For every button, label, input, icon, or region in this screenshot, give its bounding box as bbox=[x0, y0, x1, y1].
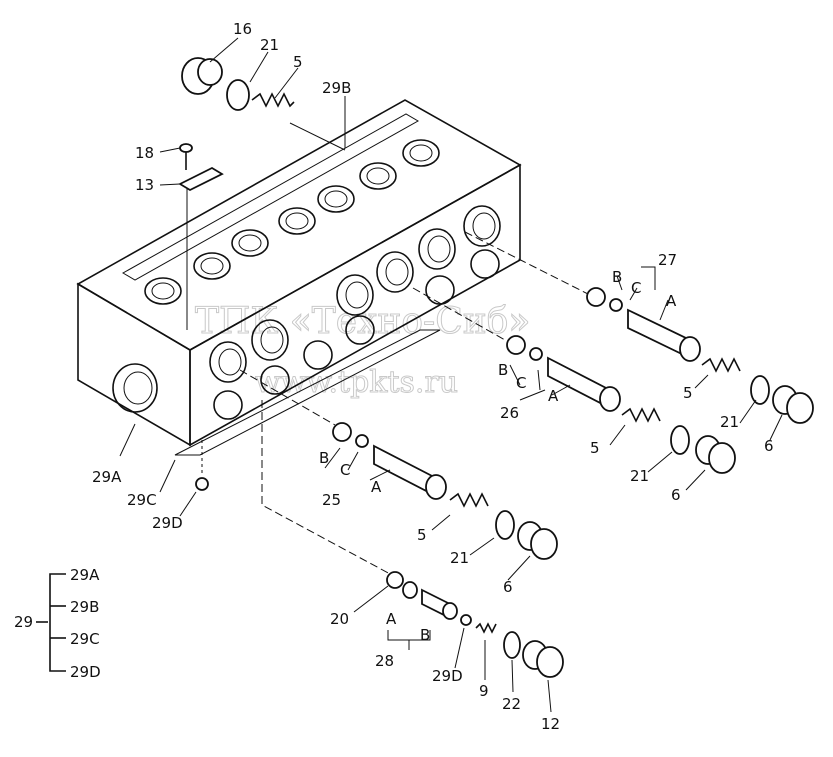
legend-bracket: 29 29A 29B 29C 29D bbox=[14, 566, 101, 681]
ball-29D-block bbox=[195, 477, 209, 491]
callout-21: 21 bbox=[260, 36, 279, 54]
spring-5-25 bbox=[449, 492, 489, 508]
callout-29D: 29D bbox=[152, 514, 183, 532]
callout-26-B: B bbox=[498, 361, 508, 379]
ball-29D bbox=[460, 614, 472, 626]
side-ports-lower bbox=[213, 249, 500, 420]
callout-5-27: 5 bbox=[683, 384, 693, 402]
callout-6-27: 6 bbox=[764, 437, 774, 455]
callout-13: 13 bbox=[135, 176, 154, 194]
callout-25-B: B bbox=[319, 449, 329, 467]
callout-21-26: 21 bbox=[630, 467, 649, 485]
callout-21-27: 21 bbox=[720, 413, 739, 431]
legend-item-29C: 29C bbox=[70, 630, 100, 648]
top-ports bbox=[144, 139, 440, 305]
ring-26C bbox=[529, 347, 543, 361]
legend-item-29B: 29B bbox=[70, 598, 99, 616]
callout-26-A: A bbox=[548, 387, 559, 405]
callout-5-26: 5 bbox=[590, 439, 600, 457]
callout-27-A: A bbox=[666, 292, 677, 310]
legend-item-29A: 29A bbox=[70, 566, 100, 584]
callout-25-C: C bbox=[340, 461, 350, 479]
o-ring-21-26 bbox=[670, 425, 690, 455]
o-ring-21-27 bbox=[750, 375, 770, 405]
callout-25: 25 bbox=[322, 491, 341, 509]
poppet-28B bbox=[421, 588, 458, 620]
callout-12: 12 bbox=[541, 715, 560, 733]
legend-item-29D: 29D bbox=[70, 663, 101, 681]
side-ports-upper bbox=[209, 205, 501, 383]
callout-27: 27 bbox=[658, 251, 677, 269]
spring-5-top bbox=[251, 92, 295, 108]
spool-25A bbox=[373, 444, 447, 500]
callout-28-A: A bbox=[386, 610, 397, 628]
callout-26: 26 bbox=[500, 404, 519, 422]
seat-26B bbox=[506, 335, 526, 355]
plate-13 bbox=[178, 166, 224, 192]
ring-27C bbox=[609, 298, 623, 312]
callout-6-25: 6 bbox=[503, 578, 513, 596]
leader-lines bbox=[119, 37, 783, 713]
screw-18 bbox=[179, 143, 193, 170]
seat-27B bbox=[586, 287, 606, 307]
watermark-line1: ТПК «Техно-Сиб» bbox=[195, 301, 530, 342]
plug-12 bbox=[522, 640, 564, 678]
legend-root: 29 bbox=[14, 613, 33, 631]
callout-22: 22 bbox=[502, 695, 521, 713]
callout-28: 28 bbox=[375, 652, 394, 670]
callout-20: 20 bbox=[330, 610, 349, 628]
callout-25-A: A bbox=[371, 478, 382, 496]
seat-25B bbox=[332, 422, 352, 442]
spool-26A bbox=[547, 356, 621, 412]
o-ring-21-25 bbox=[495, 510, 515, 540]
plug-6-26 bbox=[695, 435, 736, 474]
callout-18: 18 bbox=[135, 144, 154, 162]
callout-27-B: B bbox=[612, 268, 622, 286]
o-ring-20 bbox=[386, 571, 404, 589]
callout-26-C: C bbox=[516, 374, 526, 392]
callout-21-25: 21 bbox=[450, 549, 469, 567]
spool-27A bbox=[627, 308, 701, 362]
plug-6-25 bbox=[517, 521, 558, 560]
callout-16: 16 bbox=[233, 20, 252, 38]
callout-5: 5 bbox=[293, 53, 303, 71]
spring-9 bbox=[475, 622, 497, 634]
spring-5-26 bbox=[621, 407, 661, 423]
callout-29D-relief: 29D bbox=[432, 667, 463, 685]
plug-16 bbox=[181, 57, 223, 95]
callout-9: 9 bbox=[479, 682, 489, 700]
callout-29A: 29A bbox=[92, 468, 122, 486]
o-ring-21-top bbox=[226, 79, 250, 111]
callout-29C: 29C bbox=[127, 491, 157, 509]
callout-29B: 29B bbox=[322, 79, 351, 97]
callout-6-26: 6 bbox=[671, 486, 681, 504]
callout-28-B: B bbox=[420, 626, 430, 644]
ring-25C bbox=[355, 434, 369, 448]
spring-5-27 bbox=[701, 357, 741, 373]
o-ring-22 bbox=[503, 631, 521, 659]
callout-5-25: 5 bbox=[417, 526, 427, 544]
plug-6-27 bbox=[772, 385, 814, 424]
callout-27-C: C bbox=[631, 279, 641, 297]
seat-28A bbox=[402, 581, 418, 599]
